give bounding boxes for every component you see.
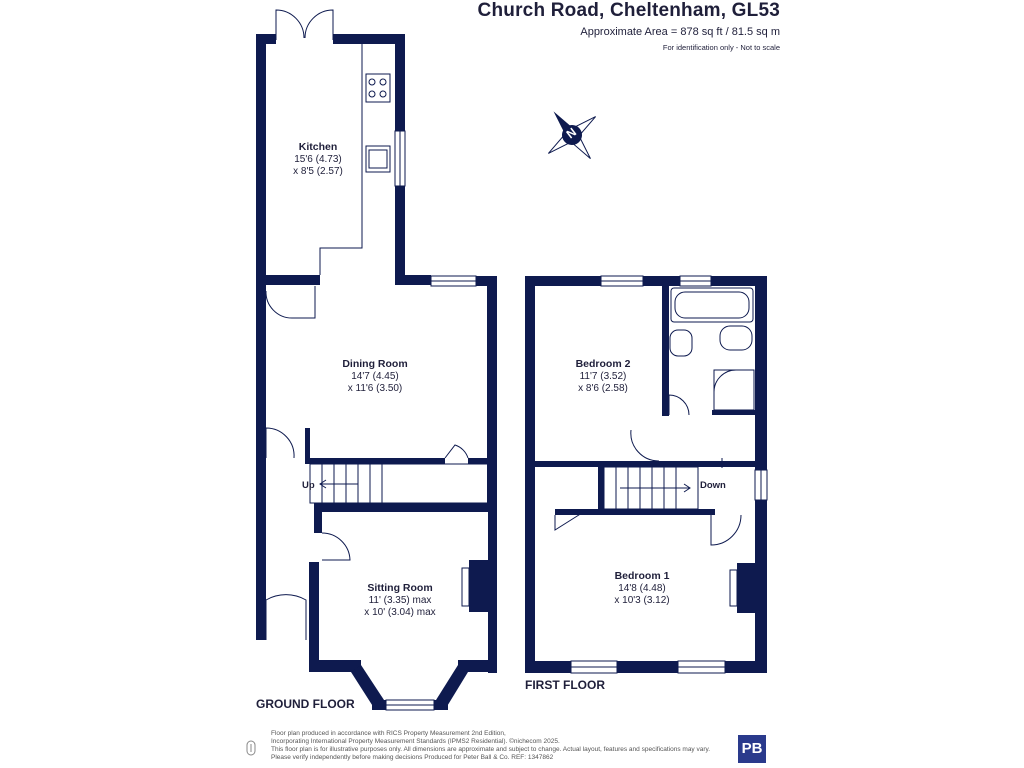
dining-wall-small-right [468,458,497,464]
ff-wall-bottom-right [725,661,767,673]
kitchen-wall-top-right [333,34,405,44]
ff-wall-right-upper [755,276,767,470]
bedroom1-dim1: 14'8 (4.48) [618,583,666,594]
bay-wall-left [351,665,384,708]
stairs-up-label: Up [302,480,315,491]
fireplace-first [737,563,755,613]
kitchen-name: Kitchen [298,141,338,153]
sitting-wall-left [309,562,319,672]
hall-door-arc [265,427,295,459]
agent-logo: PB [738,735,766,763]
dining-dim1: 14'7 (4.45) [351,371,399,382]
landing-wall [535,461,760,467]
kitchen-dining-divider-right [395,275,431,285]
bedroom1-door [710,514,742,546]
sitting-bottom-right [458,660,497,672]
ff-wall-top-mid [643,276,680,286]
dining-name: Dining Room [342,358,408,370]
first-floor-label: FIRST FLOOR [525,678,605,692]
sink [365,145,391,173]
bathroom-wall-left [662,286,669,416]
measure-badge-icon [246,740,256,756]
dining-bottom-partial [305,458,445,464]
ground-stairs [309,463,489,504]
dining-door-arc [265,286,316,319]
sitting-bottom-left [309,660,361,672]
approximate-area: Approximate Area = 878 sq ft / 81.5 sq m [580,26,780,38]
stairs-down-label: Down [700,480,726,491]
bedroom2-name: Bedroom 2 [575,358,631,370]
basin [669,329,693,357]
footer-line-2: Incorporating International Property Mea… [271,738,560,745]
bedroom1-wall-top [555,509,715,515]
bathroom-door [668,394,690,416]
kitchen-dim2: x 8'5 (2.57) [293,166,343,177]
kitchen-door-right [304,9,334,40]
kitchen-door-left [275,9,305,40]
footer-line-4: Please verify independently before makin… [271,754,554,761]
bedroom1-name: Bedroom 1 [614,570,670,582]
sitting-door-arc [321,532,351,561]
under-stair-door [444,444,469,459]
front-door-arc [265,594,307,640]
ff-wall-bottom-mid [617,661,678,673]
bedroom2-dim2: x 8'6 (2.58) [578,383,628,394]
ff-wall-bottom-left [525,661,571,673]
sitting-dim2: x 10' (3.04) max [364,607,436,618]
kitchen-dim1: 15'6 (4.73) [294,154,342,165]
kitchen-wall-left [256,34,266,284]
ff-wall-right-lower [755,500,767,673]
sitting-wall-top [314,503,497,512]
kitchen-wall-right-lower [395,186,405,281]
shower [713,369,755,411]
first-stairs [603,466,699,510]
footer-line-3: This floor plan is for illustrative purp… [271,746,711,753]
dining-wall-right [487,276,497,508]
sitting-wall-right [488,503,497,673]
ground-floor-label: GROUND FLOOR [256,697,355,711]
bedroom2-dim1: 11'7 (3.52) [579,371,627,382]
sitting-name: Sitting Room [367,582,433,594]
bath-tub [670,287,754,323]
dining-inner-left [305,428,310,462]
bedroom1-dim2: x 10'3 (3.12) [614,595,670,606]
sitting-dim1: 11' (3.35) max [368,595,432,606]
wc [719,325,753,351]
identification-note: For identification only - Not to scale [662,43,780,52]
bay-wall-right [436,665,468,708]
bay-wall-right-bottom [434,700,448,710]
dining-dim2: x 11'6 (3.50) [347,383,403,394]
stair-wall-left [598,467,604,512]
dining-wall-top-right [476,276,497,286]
footer-disclaimer: Floor plan produced in accordance with R… [271,730,741,762]
bath-wall-bottom [712,410,757,415]
kitchen-worktop [319,44,363,275]
ff-wall-top-right [711,276,767,286]
bedroom2-door [630,429,660,462]
kitchen-dining-divider [266,275,320,285]
footer-line-1: Floor plan produced in accordance with R… [271,730,506,737]
ff-wall-top-left [525,276,601,286]
plan-title: Church Road, Cheltenham, GL53 [477,0,780,21]
compass-icon [547,111,597,160]
dining-wall-left [256,284,266,640]
hob [365,73,391,103]
ff-wall-left [525,276,535,673]
bay-wall-left-bottom [372,700,386,710]
sitting-wall-top-left [314,503,322,533]
cupboard-door [554,512,583,531]
fireplace-ground [469,560,488,612]
kitchen-wall-right-upper [395,34,405,131]
